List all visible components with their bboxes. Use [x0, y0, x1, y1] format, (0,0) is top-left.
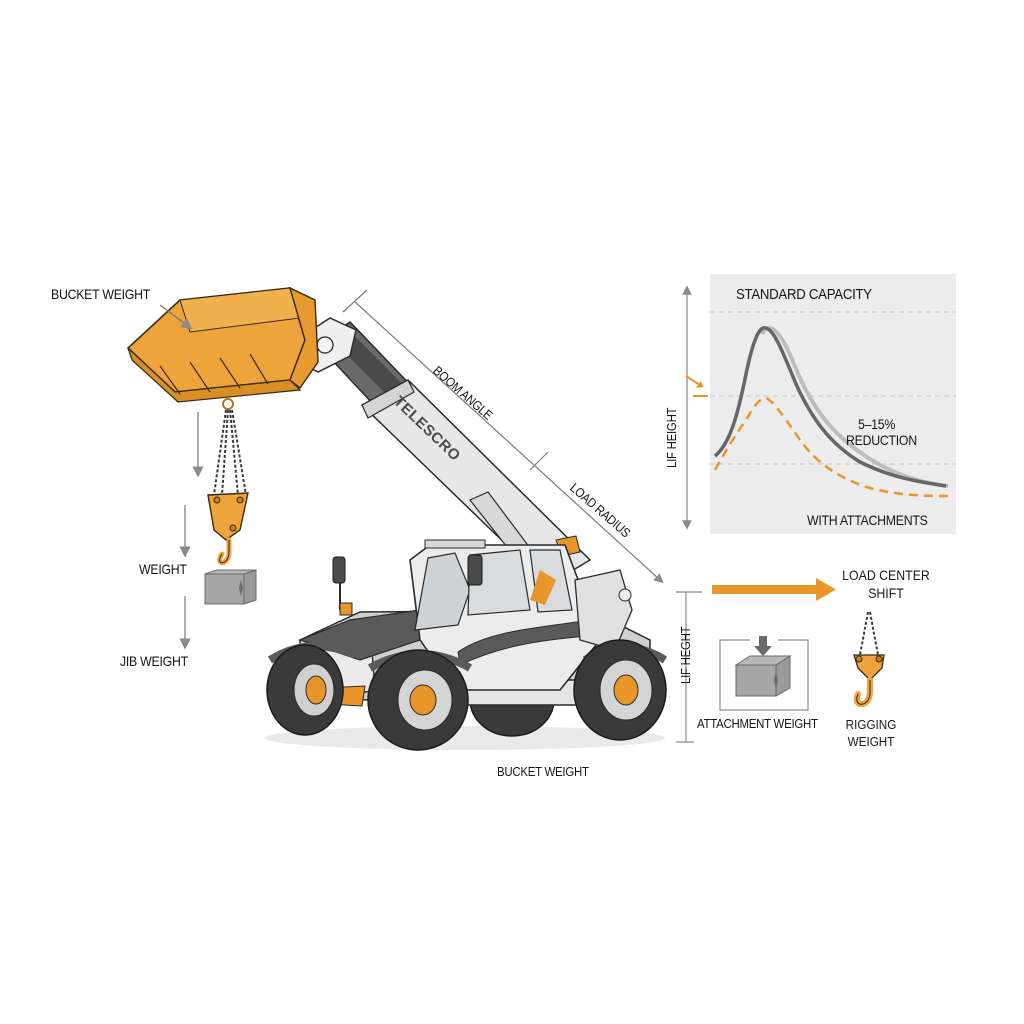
bucket [126, 286, 319, 403]
reduction-label: REDUCTION [846, 432, 917, 448]
lift-height-side-label: LIF HEGHT [678, 626, 693, 684]
ground-shadow [265, 726, 665, 750]
with-attachments-label: WITH ATTACHMENTS [807, 512, 928, 528]
capacity-chart-plot [710, 311, 956, 498]
attachment-weight-label: ATTACHMENT WEIGHT [697, 716, 818, 731]
lift-height-bracket [676, 591, 702, 743]
rigging-weight-label: RIGGING WEIGHT [840, 716, 903, 750]
load-center-shift-line2: SHIFT [868, 585, 904, 601]
left-weight-arrows [179, 412, 204, 650]
jib-weight-label: JIB WEIGHT [120, 653, 188, 669]
capacity-chart: STANDARD CAPACITY 5–15% REDUCTION WITH A… [710, 274, 956, 534]
orange-pointer-arrow [685, 375, 708, 397]
bucket-weight-label-top: BUCKET WEIGHT [51, 286, 151, 302]
standard-capacity-offset-curve [760, 326, 949, 488]
chart-y-axis-label: LIF HEIGHT [664, 407, 679, 468]
wheel-front-right [367, 649, 469, 751]
with-attachments-curve [713, 396, 951, 498]
reduction-percent: 5–15% [858, 416, 896, 432]
load-center-shift-line1: LOAD CENTER [842, 567, 930, 583]
wheel-front-left [266, 644, 344, 736]
boom-dimension-lines [342, 289, 664, 584]
rigging-weight-line1: RIGGING [845, 717, 897, 732]
standard-capacity-curve [713, 326, 947, 488]
load-center-shift-arrow [712, 578, 836, 601]
chart-title: STANDARD CAPACITY [736, 286, 872, 303]
attachment-weight-icon [719, 636, 809, 711]
rigging-hook-icon [853, 611, 885, 708]
weight-box-icon [204, 569, 257, 605]
bucket-weight-label-bottom: BUCKET WEIGHT [497, 764, 589, 779]
load-center-shift-label: LOAD CENTER SHIFT [837, 566, 936, 602]
rigging-weight-line2: WEIGHT [847, 734, 895, 749]
weight-label: WEIGHT [139, 561, 187, 577]
wheel-rear-right [573, 639, 667, 741]
hanging-hook [207, 398, 249, 566]
